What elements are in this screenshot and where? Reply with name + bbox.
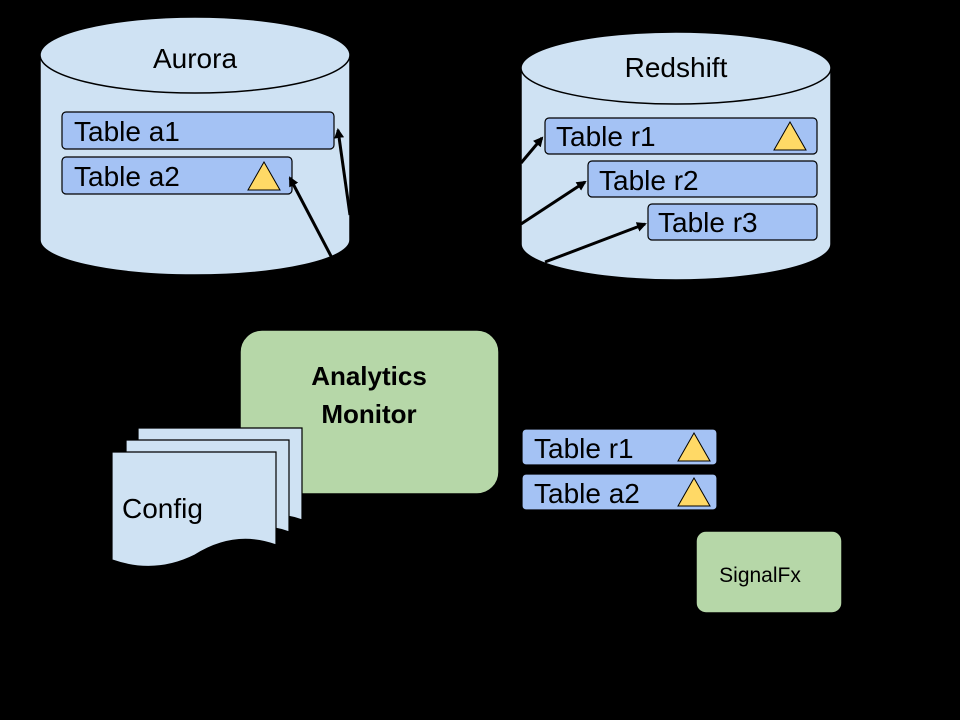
table-label: Table r2 [599,165,699,196]
config-label: Config [122,493,203,524]
table-label: Table r1 [534,433,634,464]
alert-table-a2[interactable]: Table a2 [521,473,718,511]
table-label: Table a1 [74,116,180,147]
redshift-arrows [519,136,647,264]
alert-table-r1[interactable]: Table r1 [521,428,718,466]
aurora-table-a2[interactable]: Table a2 [61,156,293,195]
warning-icon [677,431,711,462]
table-label: Table a2 [534,478,640,509]
arrow [288,176,334,259]
analytics-monitor[interactable]: Analytics Monitor [239,329,500,495]
redshift-table-r3[interactable]: Table r3 [647,203,818,241]
aurora-table-a1[interactable]: Table a1 [61,111,335,150]
alert-tables: Table r1 Table a2 [521,428,718,511]
warning-icon [677,476,711,507]
warning-icon [773,120,807,151]
redshift-table-r1[interactable]: Table r1 [544,117,818,155]
redshift-database: Redshift Table r1 Table r2 Table r3 [520,31,832,281]
redshift-title: Redshift [625,52,728,83]
redshift-table-r2[interactable]: Table r2 [587,160,818,198]
config-documents[interactable]: Config [111,427,303,567]
arrow [544,222,647,264]
signalfx-box[interactable]: SignalFx [695,530,843,614]
arrow [519,136,544,164]
aurora-database: Aurora Table a1 Table a2 [39,16,351,276]
arrow [334,128,352,216]
arrow [520,180,587,226]
aurora-title: Aurora [153,43,237,74]
table-label: Table a2 [74,161,180,192]
signalfx-label: SignalFx [719,564,801,587]
monitor-title-line2: Monitor [321,399,416,429]
table-label: Table r1 [556,121,656,152]
aurora-arrows [288,128,352,259]
monitor-title-line1: Analytics [311,361,427,391]
warning-icon [247,160,281,191]
table-label: Table r3 [658,207,758,238]
